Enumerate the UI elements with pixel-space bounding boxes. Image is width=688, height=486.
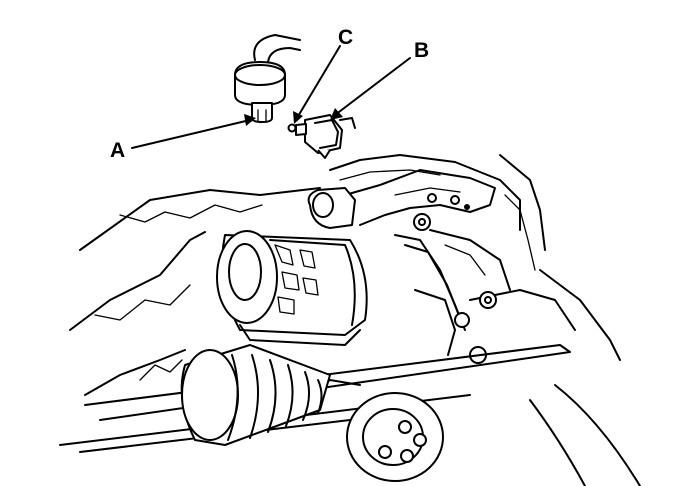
leader-lines [131,45,411,149]
bracket-arm [344,169,496,226]
mount-bolts [413,213,511,364]
callout-label-a: A [110,139,126,162]
callout-label-c: C [338,26,354,49]
oil-filter [216,230,368,346]
wheel-hub [346,384,641,486]
cv-boot [180,344,331,446]
washer-c [287,123,297,133]
connector-a [234,34,301,123]
oil-pressure-switch-b [295,114,356,159]
callout-label-b: B [414,39,430,62]
